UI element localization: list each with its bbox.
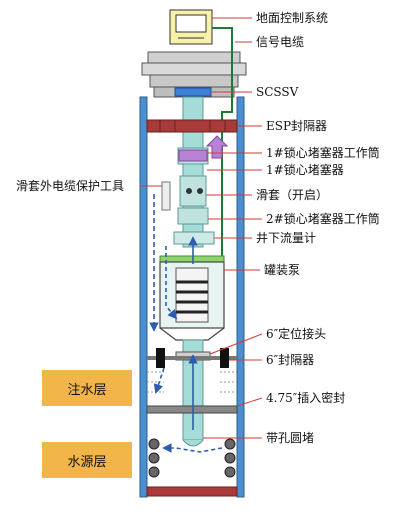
flow-source-in [162,443,223,453]
label-sliding-sleeve: 滑套（开启） [256,188,329,202]
casing-right-wall [236,96,245,498]
insert-seal-475 [146,405,238,414]
label-packer-6in: 6″封隔器 [266,353,315,367]
canned-pump [159,255,225,341]
label-esp-packer: ESP封隔器 [266,119,328,133]
lock-nipple-2 [177,207,209,225]
label-perforated-plug: 带孔圆堵 [266,431,315,445]
label-lock-plug-1: 1#锁心堵塞器 [266,163,344,177]
lock-plug-1 [178,149,208,162]
label-canned-pump: 罐装泵 [264,263,301,277]
casing-left-wall [139,96,148,498]
scssv-body [174,87,212,97]
cable-protector-tool [161,181,171,211]
flow-arrows [149,194,223,453]
label-flowmeter: 井下流量计 [256,231,317,245]
source-layer: 水源层 [42,442,132,478]
label-lock-nipple-1: 1#锁心堵塞器工作筒 [266,146,380,160]
label-surface-control: 地面控制系统 [256,11,329,25]
flow-return-left [165,246,178,320]
source-perforation-balls [148,438,236,478]
esp-packer [146,119,238,133]
flowmeter-body [173,231,215,245]
flow-injection-out [153,367,165,394]
tubing-bottom-cap [182,439,204,447]
lock-up-arrow [205,135,229,159]
label-scssv: SCSSV [256,85,299,99]
bottom-plug [146,486,238,497]
signal-cable [212,27,233,262]
sliding-sleeve-body [179,175,207,207]
injection-layer: 注水层 [42,370,132,406]
label-insert-seal: 4.75″插入密封 [266,391,346,405]
surface-control-box [169,9,213,45]
label-locator-sub: 6″定位接头 [266,327,327,341]
label-cable-protector: 滑套外电缆保护工具 [16,179,125,193]
leader-lines [140,17,263,439]
label-lock-nipple-2: 2#锁心堵塞器工作筒 [266,212,380,226]
label-signal-cable: 信号电缆 [256,35,305,49]
